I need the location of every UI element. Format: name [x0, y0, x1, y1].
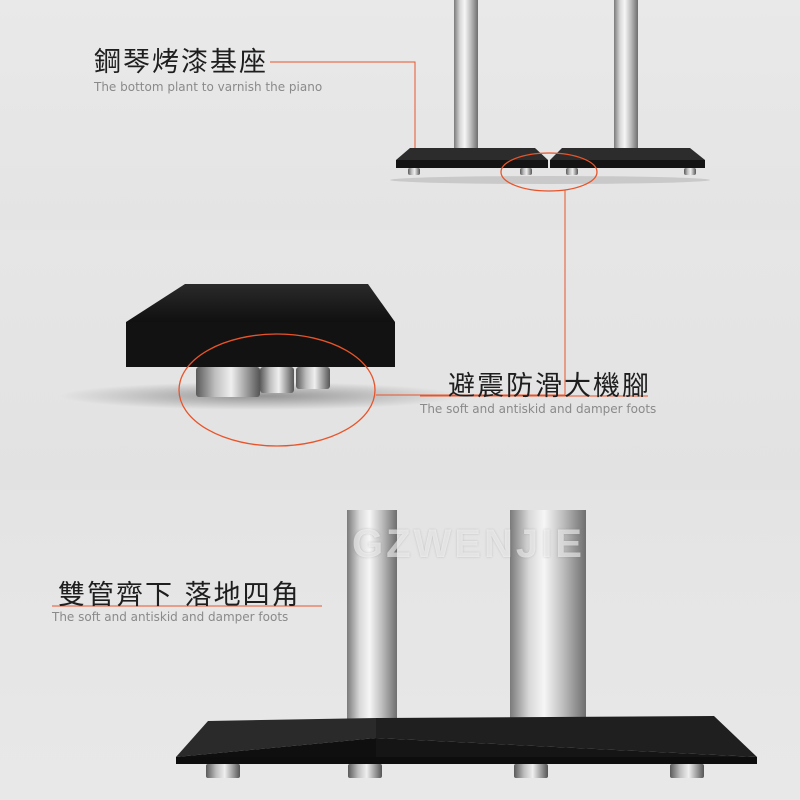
base-foot-3	[514, 764, 548, 778]
foot-2	[520, 168, 532, 175]
callout-line-2	[376, 190, 566, 396]
plate-left-edge	[396, 160, 548, 168]
base-top-left	[176, 718, 376, 757]
foot-closeup-illustration	[60, 284, 460, 447]
section-3-title: 雙管齊下 落地四角	[58, 580, 301, 611]
section-2-title: 避震防滑大機腳	[448, 371, 651, 402]
plate-left-top	[396, 148, 548, 160]
closeup-foot-back	[296, 367, 330, 389]
tube-right	[510, 510, 586, 722]
foot-3	[566, 168, 578, 175]
base-foot-2	[348, 764, 382, 778]
section-2-subtitle: The soft and antiskid and damper foots	[420, 402, 657, 416]
closeup-plate-top	[126, 284, 395, 322]
closeup-foot-side	[260, 367, 294, 393]
base-top-right	[376, 716, 757, 757]
callout-line-1	[270, 61, 416, 148]
closeup-foot-main	[196, 367, 260, 397]
foot-1	[408, 168, 420, 175]
tube-left	[347, 510, 397, 722]
closeup-plate-front	[126, 322, 395, 367]
dual-tube-illustration	[176, 510, 757, 778]
section-3-subtitle: The soft and antiskid and damper foots	[52, 610, 289, 624]
base-foot-1	[206, 764, 240, 778]
pole-left	[454, 0, 478, 150]
brand-watermark: GZWENJIE	[352, 522, 585, 566]
section-lacquer-base	[0, 0, 800, 230]
base-front-edge	[176, 757, 757, 764]
base-foot-4	[670, 764, 704, 778]
foot-4	[684, 168, 696, 175]
highlight-ring-feet	[500, 152, 598, 192]
pole-right	[614, 0, 638, 150]
section-1-subtitle: The bottom plant to varnish the piano	[94, 80, 323, 94]
section-1-title: 鋼琴烤漆基座	[94, 47, 268, 78]
highlight-ring-closeup	[178, 333, 376, 447]
plate-right-top	[550, 148, 705, 160]
plate-right-edge	[550, 160, 705, 168]
base-pair-illustration	[390, 0, 710, 192]
